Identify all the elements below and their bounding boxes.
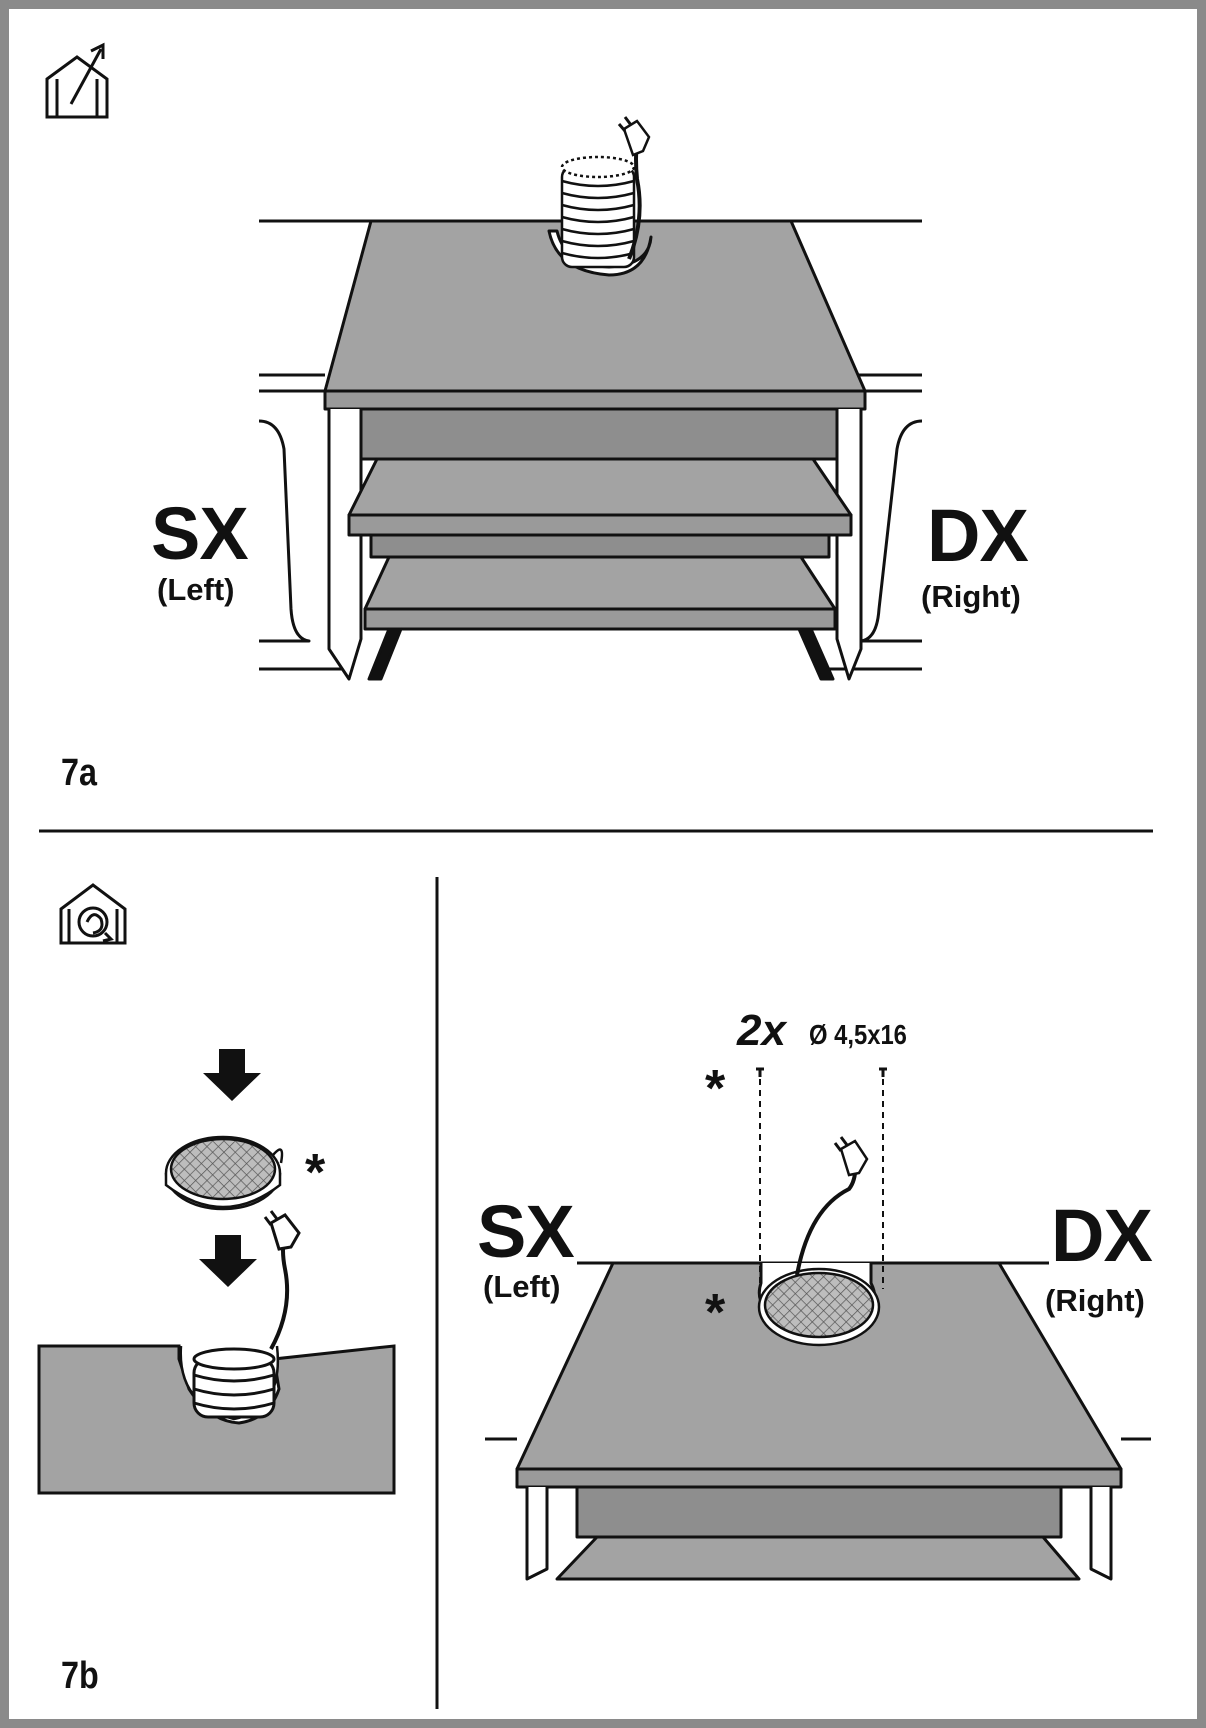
figure-label-7a: 7a xyxy=(61,752,97,794)
ducted-mode-icon xyxy=(45,42,109,119)
left-side-code: SX xyxy=(151,492,249,575)
carbon-filter-7b-right xyxy=(757,1136,881,1347)
right-side-name: (Right) xyxy=(921,579,1021,614)
exhaust-duct-7a xyxy=(560,116,651,269)
screws-and-guides xyxy=(756,1067,887,1289)
screw-spec: Ø 4,5x16 xyxy=(809,1019,907,1050)
recirculation-mode-icon xyxy=(59,883,127,945)
right-side-code-7b: DX xyxy=(1051,1194,1153,1277)
left-side-name: (Left) xyxy=(157,572,235,607)
carbon-filter-7b xyxy=(164,1135,284,1211)
optional-marker-screws: * xyxy=(705,1060,726,1118)
hood-top-7b-left xyxy=(37,1210,396,1495)
right-side-name-7b: (Right) xyxy=(1045,1283,1145,1318)
right-side-code: DX xyxy=(927,494,1029,577)
optional-marker-filter: * xyxy=(305,1144,326,1202)
left-side-code-7b: SX xyxy=(477,1190,575,1273)
assembly-illustration xyxy=(37,42,1153,1709)
figure-label-7b: 7b xyxy=(61,1655,99,1697)
down-arrow-icon xyxy=(199,1049,261,1287)
left-side-name-7b: (Left) xyxy=(483,1269,561,1304)
hood-7a xyxy=(258,219,923,681)
screw-quantity: 2x xyxy=(737,1006,786,1055)
optional-marker-filter-mounted: * xyxy=(705,1284,726,1342)
